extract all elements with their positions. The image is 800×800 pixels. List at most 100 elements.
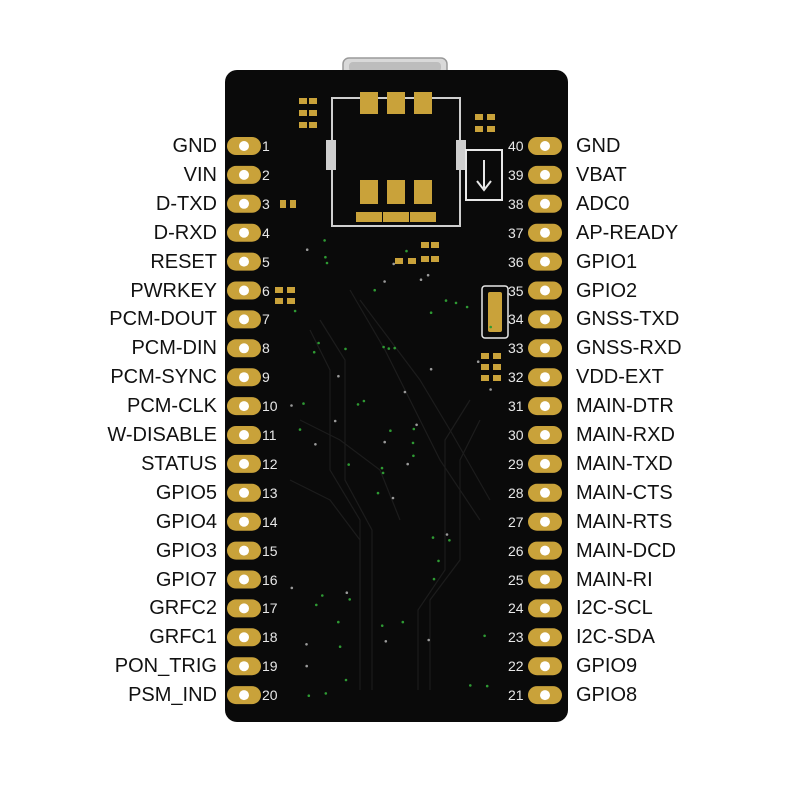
pin-pad-19-hole bbox=[239, 661, 249, 672]
pin-label-17: GRFC2 bbox=[149, 597, 217, 620]
pin-number-36: 36 bbox=[508, 253, 524, 270]
via-dot bbox=[317, 341, 320, 345]
pin-label-18: GRFC1 bbox=[149, 626, 217, 649]
via-dot bbox=[393, 346, 397, 350]
crystal-component bbox=[481, 285, 509, 339]
pin-label-11: W-DISABLE bbox=[107, 424, 217, 446]
via-dot bbox=[298, 428, 302, 431]
via-dot bbox=[380, 466, 384, 470]
via-dot bbox=[406, 462, 410, 466]
pin-number-22: 22 bbox=[508, 658, 524, 675]
pin-pad-4-hole bbox=[239, 227, 249, 238]
pin-number-32: 32 bbox=[508, 369, 524, 386]
pin-pad-33-hole bbox=[540, 343, 550, 354]
pin-label-29: MAIN-TXD bbox=[576, 452, 673, 475]
via-dot bbox=[373, 288, 377, 292]
pin-label-16: GPIO7 bbox=[155, 568, 217, 591]
pin-pad-17-hole bbox=[239, 603, 249, 614]
via-dot bbox=[427, 638, 431, 642]
pin-label-39: VBAT bbox=[576, 163, 627, 186]
via-dot bbox=[387, 347, 391, 350]
pin-label-34: GNSS-TXD bbox=[576, 308, 680, 331]
pin-number-31: 31 bbox=[508, 398, 524, 415]
pin-number-17: 17 bbox=[262, 600, 278, 617]
pin-pad-15-hole bbox=[239, 545, 249, 556]
via-dot bbox=[348, 598, 352, 601]
via-dot bbox=[381, 471, 385, 475]
pin-number-33: 33 bbox=[508, 340, 524, 357]
via-dot bbox=[323, 239, 326, 242]
pin-pad-25-hole bbox=[540, 574, 550, 585]
via-dot bbox=[321, 594, 324, 597]
via-dot bbox=[324, 255, 327, 259]
pin-number-25: 25 bbox=[508, 571, 524, 588]
pin-label-6: PWRKEY bbox=[130, 279, 217, 302]
pin-pad-31-hole bbox=[540, 401, 550, 412]
pin-pad-2-hole bbox=[239, 169, 249, 180]
via-dot bbox=[489, 325, 493, 329]
pin-pad-7-hole bbox=[239, 314, 249, 325]
pin-number-2: 2 bbox=[262, 166, 270, 183]
pin-number-26: 26 bbox=[508, 542, 524, 559]
via-dot bbox=[432, 577, 436, 581]
pin-pad-37-hole bbox=[540, 227, 550, 238]
pin-label-38: ADC0 bbox=[576, 192, 630, 215]
pin-label-8: PCM-DIN bbox=[131, 337, 217, 360]
via-dot bbox=[314, 443, 317, 446]
pin-number-15: 15 bbox=[262, 542, 278, 559]
pcb-vias bbox=[290, 239, 493, 697]
pin-number-12: 12 bbox=[262, 455, 278, 472]
pin-number-21: 21 bbox=[508, 687, 524, 704]
pin-number-27: 27 bbox=[508, 513, 524, 530]
pin-label-33: GNSS-RXD bbox=[576, 337, 682, 360]
pin-label-30: MAIN-RXD bbox=[576, 424, 675, 446]
via-dot bbox=[485, 684, 489, 688]
pin-pad-36-hole bbox=[540, 256, 550, 267]
pin-pad-39-hole bbox=[540, 169, 550, 180]
pin-label-37: AP-READY bbox=[576, 221, 679, 244]
pin-label-10: PCM-CLK bbox=[126, 395, 217, 418]
pin-number-6: 6 bbox=[262, 282, 270, 299]
via-dot bbox=[405, 249, 408, 253]
via-dot bbox=[392, 262, 396, 266]
pin-pad-1-hole bbox=[239, 141, 249, 151]
pin-pad-16-hole bbox=[239, 574, 249, 585]
pin-label-5: RESET bbox=[150, 250, 217, 273]
pin-pad-21-hole bbox=[540, 690, 550, 701]
via-dot bbox=[382, 345, 385, 349]
pin-label-4: D-RXD bbox=[153, 221, 217, 244]
pin-label-12: STATUS bbox=[141, 452, 217, 475]
via-dot bbox=[380, 624, 384, 627]
via-dot bbox=[454, 301, 458, 305]
smd-components bbox=[275, 98, 501, 381]
via-dot bbox=[489, 388, 492, 391]
sim-card-slot bbox=[326, 92, 466, 227]
via-dot bbox=[344, 678, 348, 682]
pin-pad-26-hole bbox=[540, 545, 550, 556]
pin-number-1: 1 bbox=[262, 138, 270, 154]
via-dot bbox=[384, 640, 388, 643]
pin-label-31: MAIN-DTR bbox=[576, 395, 674, 418]
pin-number-4: 4 bbox=[262, 224, 270, 241]
pin-number-38: 38 bbox=[508, 195, 524, 212]
pin-label-21: GPIO8 bbox=[576, 684, 638, 707]
pin-pad-40-hole bbox=[540, 141, 550, 151]
pin-pad-22-hole bbox=[540, 661, 550, 672]
pin-pad-10-hole bbox=[239, 401, 249, 412]
via-dot bbox=[476, 360, 480, 364]
pin-pad-8-hole bbox=[239, 343, 249, 354]
via-dot bbox=[383, 440, 387, 444]
pin-number-8: 8 bbox=[262, 340, 270, 357]
pin-label-20: PSM_IND bbox=[128, 684, 217, 707]
pin-number-10: 10 bbox=[262, 398, 278, 415]
pin-pad-3-hole bbox=[239, 198, 249, 209]
pin-label-28: MAIN-CTS bbox=[576, 481, 673, 504]
pin-pad-5-hole bbox=[239, 256, 249, 267]
pin-pad-32-hole bbox=[540, 372, 550, 383]
pin-number-39: 39 bbox=[508, 166, 524, 183]
via-dot bbox=[356, 403, 360, 406]
pin-pad-12-hole bbox=[239, 458, 249, 469]
via-dot bbox=[337, 374, 340, 378]
via-dot bbox=[431, 536, 435, 539]
